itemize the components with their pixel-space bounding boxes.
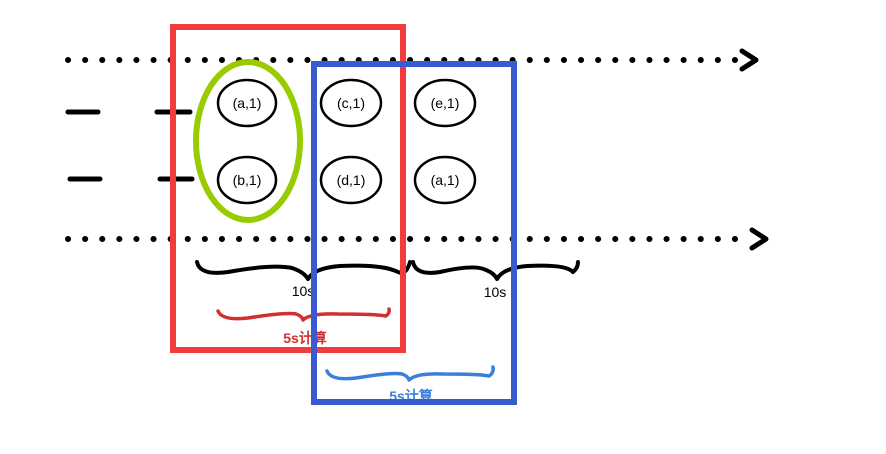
- second-window-duration: 10s: [484, 284, 507, 300]
- event-label: (d,1): [337, 172, 366, 188]
- event-label: (c,1): [337, 95, 365, 111]
- event-label: (a,1): [233, 95, 262, 111]
- red-slide-label: 5s计算: [283, 330, 327, 346]
- first-window-brace: [195, 260, 412, 281]
- second-window-brace: [411, 260, 580, 281]
- event-node: (e,1): [413, 78, 477, 128]
- event-node: (a,1): [216, 78, 278, 128]
- top-timeline: [65, 48, 759, 72]
- blue-slide-brace: [325, 365, 495, 382]
- event-label: (e,1): [431, 95, 460, 111]
- event-label: (b,1): [233, 172, 262, 188]
- red-slide-brace: [216, 307, 391, 322]
- bottom-timeline: [65, 227, 769, 251]
- red-window-rect: [170, 24, 406, 353]
- event-label: (a,1): [431, 172, 460, 188]
- first-window-duration: 10s: [292, 283, 315, 299]
- green-group-ellipse: [193, 59, 303, 223]
- event-node: (a,1): [413, 155, 477, 205]
- event-node: (d,1): [319, 155, 383, 205]
- blue-window-rect: [311, 61, 517, 405]
- event-node: (c,1): [319, 78, 383, 128]
- event-node: (b,1): [216, 155, 278, 205]
